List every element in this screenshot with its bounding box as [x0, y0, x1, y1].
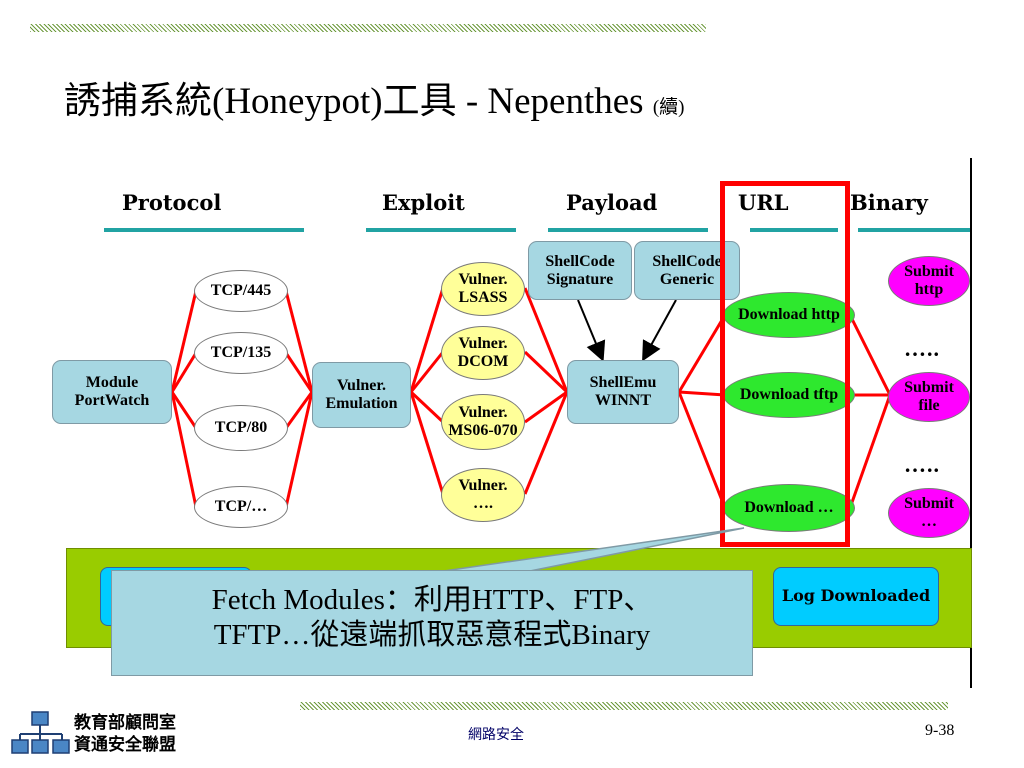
title-continued: (續): [652, 97, 685, 118]
module-portwatch-box: Module PortWatch: [52, 360, 172, 424]
line-tcpmore-emulation: [284, 391, 314, 508]
download-more-ellipse: Download …: [723, 484, 855, 532]
line-dcom-shellemu: [523, 350, 569, 394]
tcp80-ellipse: TCP/80: [194, 405, 288, 451]
submit-file-ellipse: Submit file: [888, 372, 970, 422]
line-shellemu-dltftp: [678, 390, 726, 397]
tcp-more-ellipse: TCP/…: [194, 486, 288, 528]
page-number: 9-38: [925, 722, 955, 739]
vulner-ms06-070-ellipse: Vulner. MS06-070: [441, 394, 525, 450]
header-url: URL: [738, 190, 789, 215]
line-emulation-dcom: [409, 351, 445, 393]
rule-exploit: [366, 228, 516, 232]
rule-payload: [548, 228, 708, 232]
line-more-shellemu: [523, 391, 569, 495]
tcp445-ellipse: TCP/445: [194, 270, 288, 312]
line-shellemu-dlmore: [677, 391, 727, 509]
right-border-line: [970, 158, 972, 688]
ellipsis-2: …..: [904, 452, 940, 477]
log-downloaded-box: Log Downloaded: [773, 567, 939, 626]
line-emulation-ms06: [409, 390, 445, 424]
url-highlight-box: [720, 181, 850, 547]
line-portwatch-tcpmore: [170, 391, 198, 508]
line-tcp445-emulation: [284, 290, 314, 393]
download-http-ellipse: Download http: [723, 292, 855, 338]
download-tftp-ellipse: Download tftp: [723, 372, 855, 418]
vulner-emulation-box: Vulner. Emulation: [312, 362, 411, 428]
fetch-modules-callout: Fetch Modules：利用HTTP、FTP、 TFTP…從遠端抓取惡意程式…: [111, 570, 753, 676]
shellcode-signature-box: ShellCode Signature: [528, 241, 632, 300]
line-tcp80-emulation: [284, 391, 314, 429]
vulner-more-ellipse: Vulner. ….: [441, 468, 525, 522]
logo-text: 教育部顧問室 資通安全聯盟: [74, 712, 176, 756]
header-exploit: Exploit: [382, 190, 465, 215]
arrow-signature-shellemu: [577, 299, 606, 362]
title-main: 誘捕系統(Honeypot)工具 - Nepenthes: [64, 81, 653, 122]
arrow-generic-shellemu: [642, 299, 677, 362]
line-lsass-shellemu: [523, 287, 569, 393]
submit-http-ellipse: Submit http: [888, 256, 970, 306]
line-portwatch-tcp135: [170, 352, 198, 393]
line-tcp135-emulation: [284, 352, 314, 393]
line-ms06-shellemu: [524, 390, 568, 424]
line-dlhttp-submitfile: [848, 314, 892, 396]
header-binary: Binary: [850, 190, 928, 215]
vulner-lsass-ellipse: Vulner. LSASS: [441, 262, 525, 316]
slide-title: 誘捕系統(Honeypot)工具 - Nepenthes (續): [64, 70, 964, 124]
rule-url: [750, 228, 838, 232]
header-payload: Payload: [566, 190, 658, 215]
callout-line-2: TFTP…從遠端抓取惡意程式Binary: [213, 619, 651, 652]
line-emulation-lsass: [409, 287, 445, 393]
tcp135-ellipse: TCP/135: [194, 332, 288, 374]
submit-more-ellipse: Submit …: [888, 488, 970, 538]
callout-line-1: Fetch Modules：利用HTTP、FTP、: [211, 584, 653, 616]
header-protocol: Protocol: [122, 190, 222, 215]
line-emulation-more: [409, 391, 445, 495]
line-shellemu-dlhttp: [677, 314, 727, 393]
shellemu-winnt-box: ShellEmu WINNT: [567, 360, 679, 424]
rule-protocol: [104, 228, 304, 232]
rule-binary: [858, 228, 970, 232]
line-portwatch-tcp80: [170, 391, 198, 429]
footer-course-name: 網路安全: [468, 727, 524, 743]
logo-line-2: 資通安全聯盟: [74, 735, 176, 756]
line-portwatch-tcp445: [170, 290, 198, 393]
vulner-dcom-ellipse: Vulner. DCOM: [441, 326, 525, 380]
logo-line-1: 教育部顧問室: [74, 713, 176, 733]
ellipsis-1: …..: [904, 336, 940, 361]
bottom-hatch-bar: [300, 702, 948, 710]
network-logo-icon: [11, 711, 70, 754]
line-dlmore-submitfile: [848, 394, 892, 509]
top-hatch-bar: [30, 24, 706, 32]
